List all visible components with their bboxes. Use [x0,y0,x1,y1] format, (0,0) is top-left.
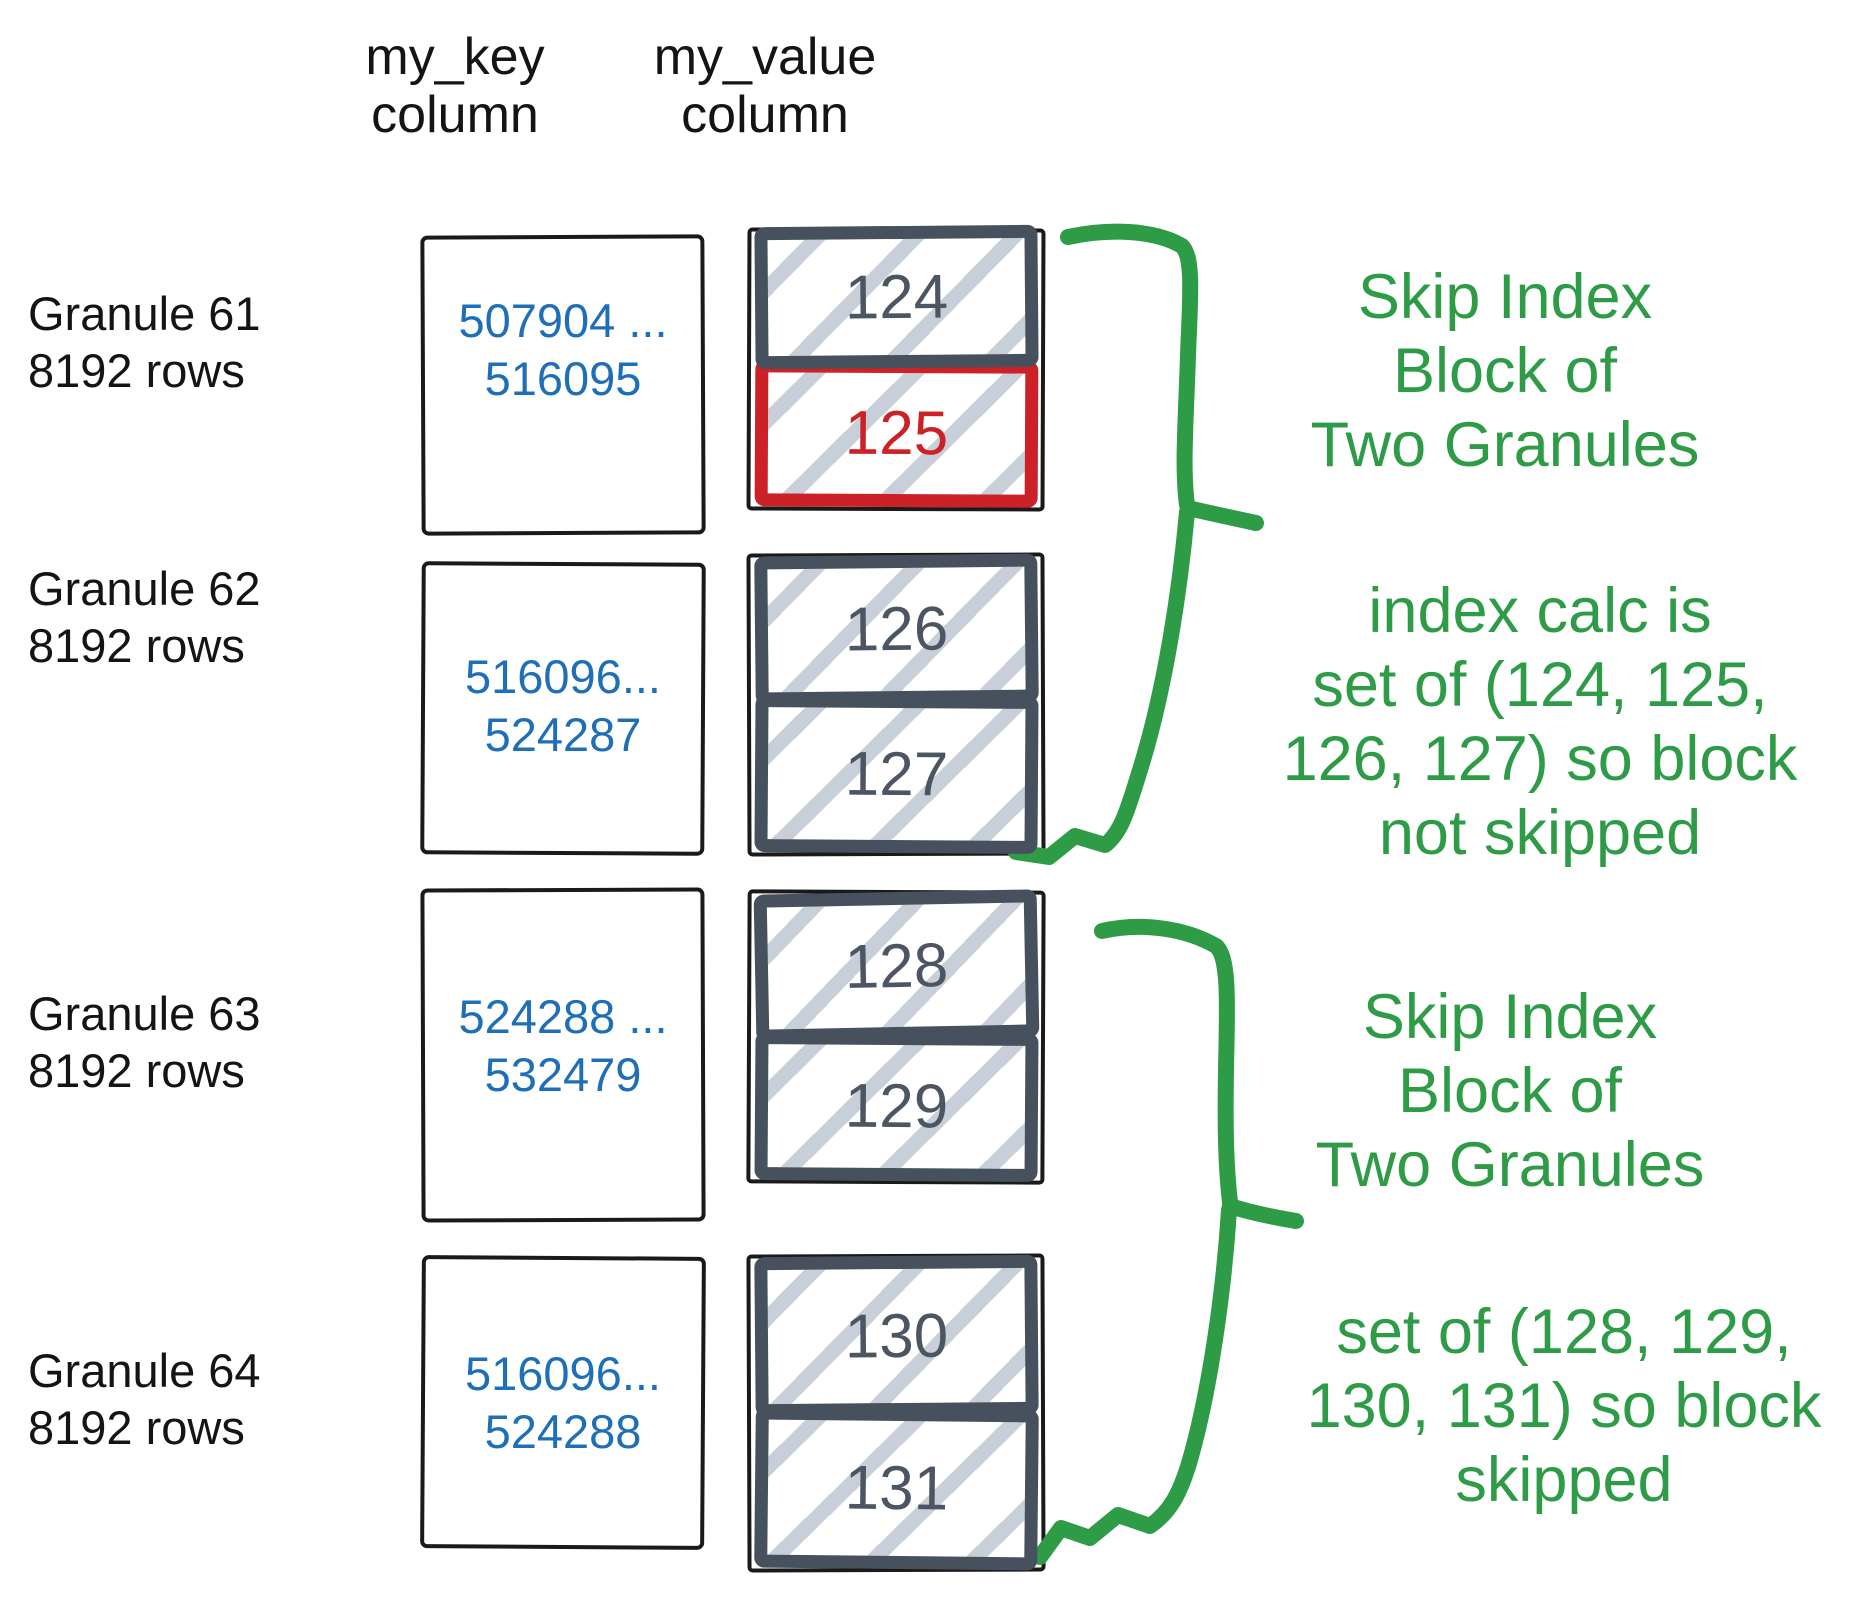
value-block-128: 128 [753,889,1040,1043]
value-column-header-line1: my_value [653,28,877,86]
granule-63-key-range: 524288 ... 532479 [421,988,705,1104]
value-block-124-number: 124 [844,262,949,332]
annotation-line: Two Granules [1315,1130,1705,1200]
granule-64-rows: 8192 rows [28,1401,245,1454]
annotation-skip-index-bottom: Skip Index Block of Two Granules [1310,980,1710,1202]
granule-63-name: Granule 63 [28,987,261,1040]
value-block-130: 130 [754,1254,1039,1418]
value-block-129: 129 [754,1031,1039,1182]
granule-63-label: Granule 63 8192 rows [28,985,278,1099]
granule-62-rows: 8192 rows [28,619,245,672]
annotation-line: not skipped [1378,798,1702,868]
granule-63-key-min: 524288 ... [458,990,668,1043]
granule-61-key-min: 507904 ... [458,294,668,347]
value-block-131: 131 [754,1406,1039,1571]
granule-64-label: Granule 64 8192 rows [28,1342,278,1456]
value-block-130-number: 130 [844,1301,949,1371]
annotation-line: set of (128, 129, [1336,1297,1792,1367]
value-block-127: 127 [754,694,1039,854]
annotation-skip-index-top: Skip Index Block of Two Granules [1305,260,1705,482]
granule-62-name: Granule 62 [28,562,261,615]
annotation-line: Block of [1397,1056,1623,1126]
value-block-131-number: 131 [844,1453,949,1524]
value-block-126: 126 [754,553,1039,706]
granule-62-key-min: 516096... [464,650,661,703]
value-column-header-line2: column [681,86,849,144]
value-block-124: 124 [754,224,1039,370]
annotation-skipped: set of (128, 129, 130, 131) so block ski… [1288,1295,1840,1517]
key-column-header: my_key column [330,28,580,144]
annotation-line: set of (124, 125, [1312,650,1768,720]
annotation-line: index calc is [1368,576,1712,646]
granule-64-key-max: 524288 [484,1405,642,1458]
value-column-header: my_value column [640,28,890,144]
granule-64-key-min: 516096... [464,1347,661,1400]
granule-62-key-range: 516096... 524287 [421,648,705,764]
annotation-line: skipped [1455,1445,1673,1515]
value-block-126-number: 126 [844,594,949,665]
granule-61-key-max: 516095 [484,352,642,405]
granule-62-label: Granule 62 8192 rows [28,560,278,674]
value-block-125-number: 125 [844,398,949,469]
annotation-line: 130, 131) so block [1306,1371,1822,1441]
annotation-not-skipped: index calc is set of (124, 125, 126, 127… [1278,574,1802,870]
value-block-125-highlighted: 125 [754,359,1039,508]
granule-64-key-range: 516096... 524288 [421,1345,705,1461]
granule-63-key-max: 532479 [484,1048,642,1101]
granule-64-name: Granule 64 [28,1344,261,1397]
value-block-127-number: 127 [844,739,949,809]
granule-61-label: Granule 61 8192 rows [28,285,278,399]
granule-61-name: Granule 61 [28,287,261,340]
granule-61-rows: 8192 rows [28,344,245,397]
value-block-128-number: 128 [844,930,949,1002]
annotation-line: 126, 127) so block [1282,724,1798,794]
brace-granules-63-64 [1032,918,1304,1565]
annotation-line: Skip Index [1357,262,1653,332]
annotation-line: Skip Index [1362,982,1658,1052]
granule-61-key-range: 507904 ... 516095 [421,292,705,408]
annotation-line: Two Granules [1310,410,1700,480]
granule-63-rows: 8192 rows [28,1044,245,1097]
brace-granules-61-62 [1008,223,1264,865]
key-column-header-line1: my_key [365,28,545,86]
annotation-line: Block of [1392,336,1618,406]
key-column-header-line2: column [371,86,539,144]
value-block-129-number: 129 [844,1071,949,1142]
granule-62-key-max: 524287 [484,708,642,761]
